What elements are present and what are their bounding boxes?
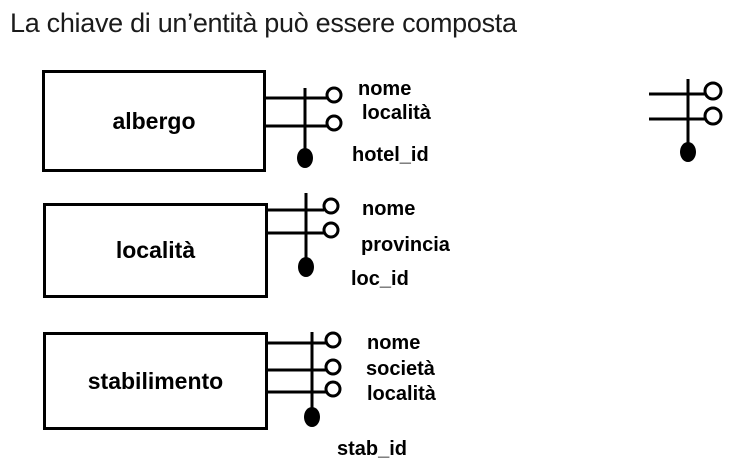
- key-filled-circle-icon: [297, 148, 313, 168]
- key-label: hotel_id: [352, 144, 429, 166]
- entity-name: stabilimento: [87, 367, 224, 394]
- key-label: stab_id: [337, 438, 408, 460]
- attribute-label: società: [366, 358, 435, 380]
- slide-title: La chiave di un’entità può essere compos…: [10, 8, 517, 38]
- attribute-label: nome: [358, 78, 412, 100]
- attribute-label: nome: [367, 332, 421, 354]
- attribute-label: provincia: [361, 234, 450, 256]
- key-filled-circle-icon: [680, 142, 696, 162]
- key-filled-circle-icon: [304, 407, 320, 427]
- attribute-circle-icon: [703, 106, 723, 126]
- composite-key-symbol: [649, 79, 723, 162]
- attribute-circle-icon: [324, 380, 342, 398]
- albergo-attribute-connector: [266, 86, 343, 168]
- attribute-circle-icon: [324, 331, 342, 349]
- attribute-circle-icon: [324, 358, 342, 376]
- entity-name: albergo: [112, 107, 196, 134]
- attribute-circle-icon: [322, 221, 340, 239]
- attribute-circle-icon: [325, 86, 343, 104]
- entity-box-localita: località: [43, 203, 268, 298]
- attribute-label: località: [367, 383, 436, 405]
- stabilimento-attribute-connector: [268, 331, 342, 427]
- key-filled-circle-icon: [298, 257, 314, 277]
- entity-box-albergo: albergo: [42, 70, 266, 172]
- attribute-label: nome: [362, 198, 416, 220]
- attribute-circle-icon: [322, 197, 340, 215]
- entity-box-stabilimento: stabilimento: [43, 332, 268, 430]
- entity-name: località: [115, 237, 196, 263]
- attribute-label: località: [362, 102, 431, 124]
- localita-attribute-connector: [268, 193, 340, 277]
- attribute-circle-icon: [325, 114, 343, 132]
- key-label: loc_id: [351, 268, 409, 290]
- attribute-circle-icon: [703, 81, 723, 101]
